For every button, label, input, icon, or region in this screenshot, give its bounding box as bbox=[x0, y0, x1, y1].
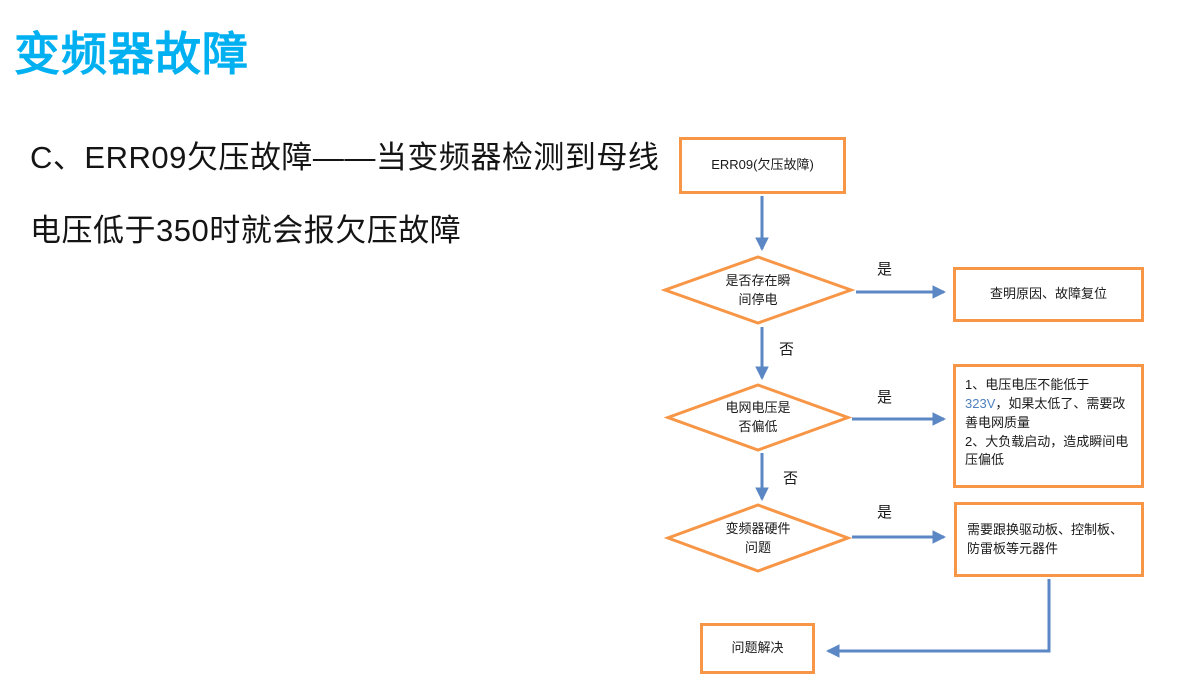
node-action-replace-boards: 需要跟换驱动板、控制板、防雷板等元器件 bbox=[954, 502, 1144, 577]
body-text-line-2: 电压低于350时就会报欠压故障 bbox=[30, 213, 462, 248]
voltage-advice-item-2: 2、大负载启动，造成瞬间电压偏低 bbox=[965, 433, 1129, 468]
decision2-label: 电网电压是否偏低 bbox=[725, 399, 791, 435]
node-end-label: 问题解决 bbox=[731, 640, 784, 656]
node-action-reset: 查明原因、故障复位 bbox=[953, 267, 1144, 322]
node-action-replace-label: 需要跟换驱动板、控制板、防雷板等元器件 bbox=[967, 521, 1124, 556]
body-text-line-1: C、ERR09欠压故障——当变频器检测到母线 bbox=[30, 140, 660, 175]
edge-label-yes-3: 是 bbox=[877, 504, 893, 521]
node-action-reset-label: 查明原因、故障复位 bbox=[989, 286, 1107, 302]
page-title: 变频器故障 bbox=[14, 28, 249, 80]
decision1-label: 是否存在瞬间停电 bbox=[725, 272, 791, 308]
voltage-advice-item-1: 1、电压电压不能低于 323V，如果太低了、需要改善电网质量 bbox=[965, 376, 1132, 433]
edge-label-yes-2: 是 bbox=[877, 389, 893, 406]
decision3-label: 变频器硬件问题 bbox=[725, 520, 791, 556]
node-action-grid-voltage: 1、电压电压不能低于 323V，如果太低了、需要改善电网质量 2、大负载启动，造成… bbox=[953, 364, 1144, 488]
edge-label-yes-1: 是 bbox=[877, 261, 893, 278]
arrow-action3-to-end bbox=[825, 579, 1051, 658]
decision1-diamond-shape bbox=[660, 255, 856, 325]
node-end-solved: 问题解决 bbox=[700, 623, 815, 674]
edge-label-no-2: 否 bbox=[783, 470, 799, 487]
node-start-err09: ERR09(欠压故障) bbox=[679, 137, 846, 194]
edge-label-no-1: 否 bbox=[779, 341, 795, 358]
voltage-threshold-value: 323V bbox=[965, 395, 996, 411]
voltage-item1-pre: 1、电压电压不能低于 bbox=[965, 377, 1090, 392]
voltage-item1-post: ，如果太低了、需要改善电网质量 bbox=[965, 395, 1126, 430]
decision3-diamond-shape bbox=[663, 503, 853, 573]
node-start-label: ERR09(欠压故障) bbox=[711, 157, 814, 173]
decision2-diamond-shape bbox=[663, 383, 853, 452]
